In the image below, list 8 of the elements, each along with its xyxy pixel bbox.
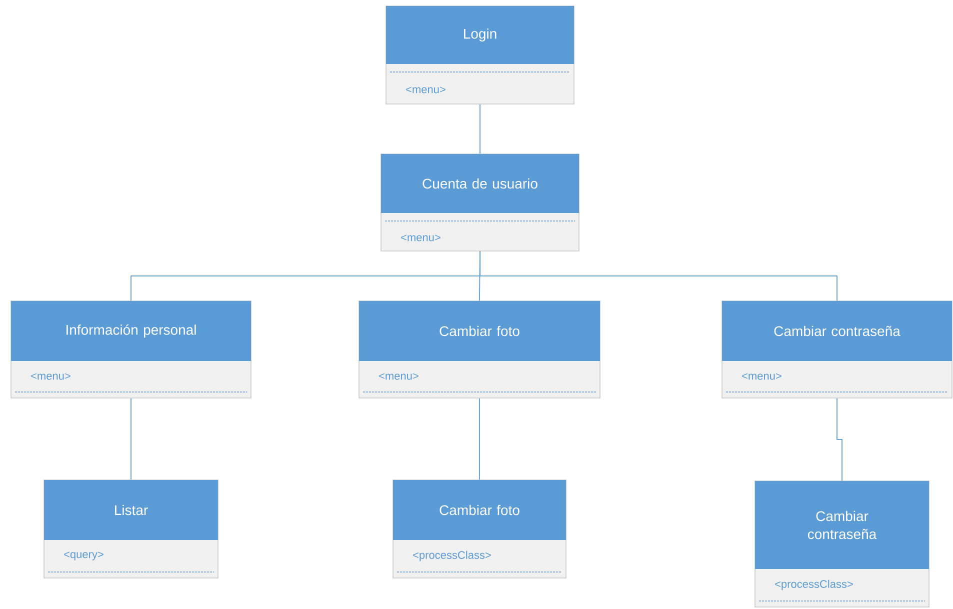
class-box: Listar <query> (44, 480, 218, 578)
class-box: Cambiar foto <processClass> (392, 480, 566, 578)
class-box: Información personal <menu> (10, 300, 252, 398)
class-box: Cambiar contraseña <menu> (722, 300, 952, 398)
class-box: Cambiar contraseña <processClass> (754, 480, 930, 608)
class-box: Cambiar foto <menu> (358, 300, 600, 398)
class-box: Cuenta de usuario <menu> (380, 154, 580, 252)
class-box: Login <menu> (386, 6, 574, 104)
